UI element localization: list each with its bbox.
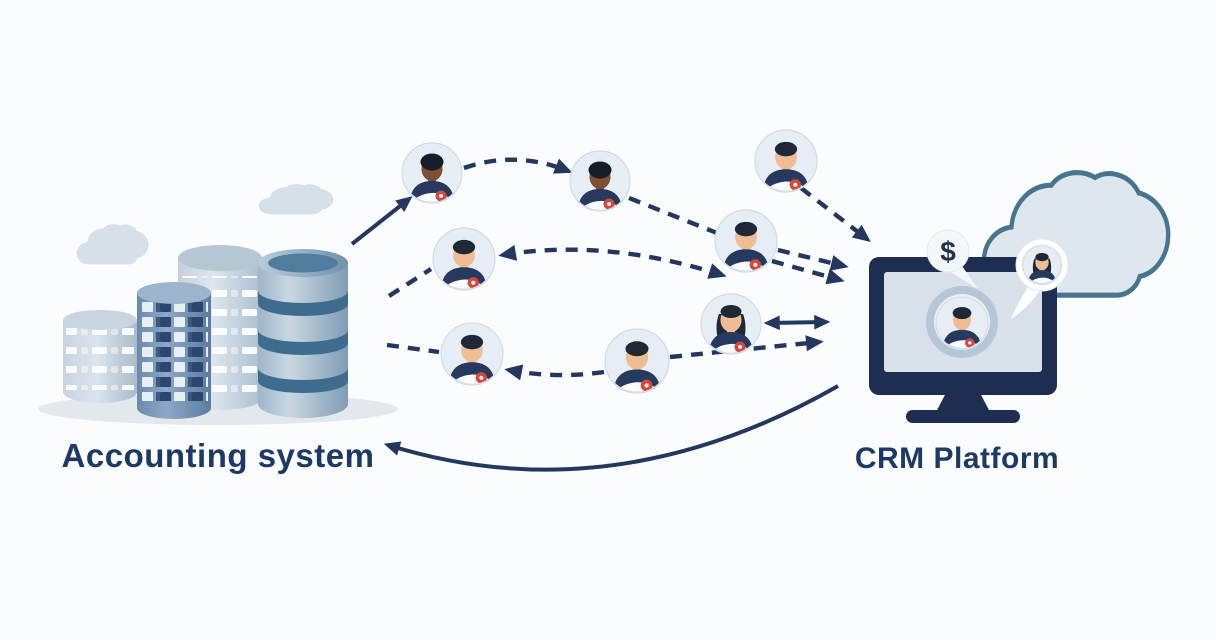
avatar-5 [714, 209, 778, 273]
avatar-3-to-crm [799, 186, 871, 242]
avatar-4 [432, 227, 496, 291]
avatar-7-to-avatar-6 [504, 364, 605, 381]
accounting-databases [38, 245, 398, 425]
avatar-7 [604, 328, 670, 394]
db-to-avatar-6 [386, 342, 440, 355]
crm-label: CRM Platform [855, 442, 1059, 475]
avatar-3 [754, 129, 818, 193]
avatar-1-to-avatar-2 [463, 157, 573, 174]
avatar-1 [401, 142, 463, 204]
avatar-4-avatar-5-sync [498, 244, 727, 279]
avatar-2 [569, 150, 631, 212]
database-cylinder-small-icon [63, 310, 137, 403]
flow-arrows [350, 157, 871, 472]
avatar-5-to-crm-lower [771, 258, 845, 285]
avatar-7-to-crm [669, 335, 824, 360]
cloud-pin-avatar [1022, 245, 1062, 285]
db-to-avatar-1 [350, 196, 413, 246]
dollar-bubble-icon: $ [926, 229, 978, 289]
contact-avatars [401, 129, 818, 394]
avatar-5-to-crm-upper [777, 247, 849, 271]
database-cylinder-large-icon [258, 249, 348, 418]
dollar-symbol: $ [940, 236, 956, 267]
crm-return-to-accounting [383, 384, 839, 472]
monitor-stand-base [906, 410, 1020, 423]
avatar-6 [440, 322, 504, 386]
crm-screen-avatar [935, 296, 989, 350]
avatar-8-crm-sync [763, 314, 831, 331]
monitor-stand-neck [936, 393, 990, 412]
screen-avatar-slot [935, 296, 989, 350]
database-cylinder-building-icon [137, 282, 211, 419]
pin-avatar-slot [1022, 245, 1062, 285]
crm-monitor-icon [869, 257, 1057, 423]
avatar-8 [700, 293, 762, 355]
db-to-avatar-4 [387, 267, 433, 298]
contact-pin-bubble-icon [1011, 238, 1069, 319]
avatar-2-to-avatar-5 [628, 195, 718, 236]
accounting-label: Accounting system [62, 437, 375, 474]
